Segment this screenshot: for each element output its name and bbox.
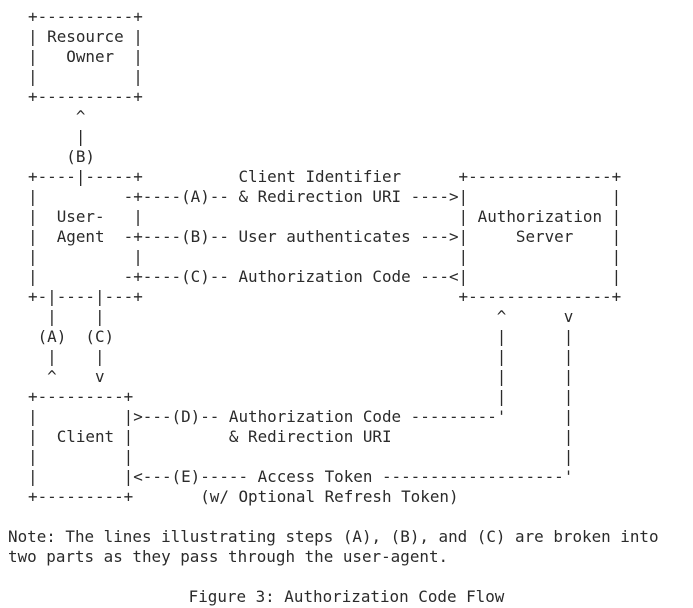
authorization-code-flow-diagram: +----------+ | Resource | | Owner | | | … xyxy=(28,7,622,506)
figure-note: Note: The lines illustrating steps (A), … xyxy=(8,527,659,566)
figure-caption: Figure 3: Authorization Code Flow xyxy=(188,587,505,606)
